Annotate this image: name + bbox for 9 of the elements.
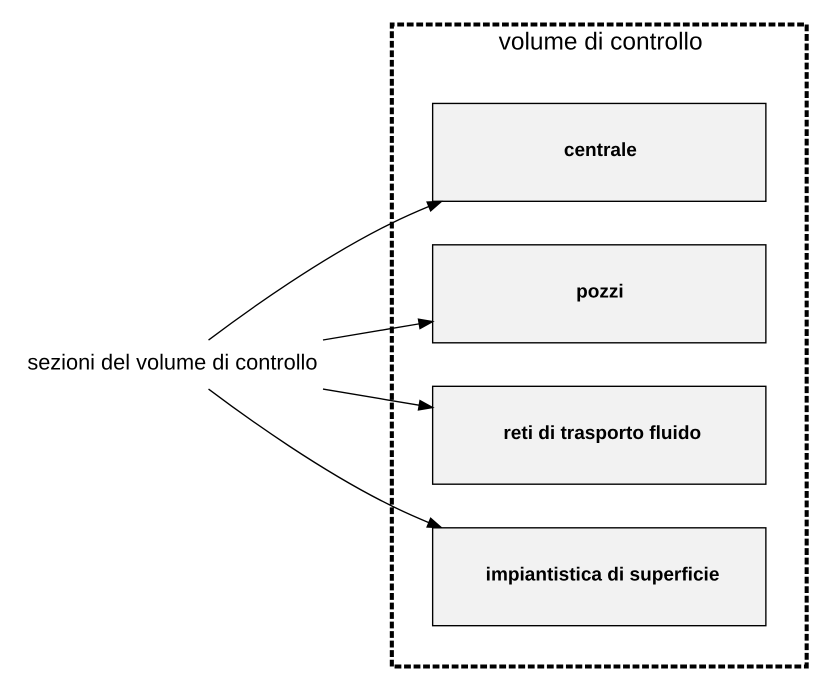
node-text: sezioni del volume di controllo <box>27 350 318 375</box>
arrow <box>322 318 435 341</box>
arrow <box>208 200 444 341</box>
node-box: reti di trasporto fluido <box>432 386 767 485</box>
node-box: pozzi <box>432 244 767 344</box>
node-box: centrale <box>432 102 767 202</box>
arrow <box>322 388 435 411</box>
arrow <box>208 388 444 528</box>
node-box: impiantistica di superficie <box>432 527 767 626</box>
